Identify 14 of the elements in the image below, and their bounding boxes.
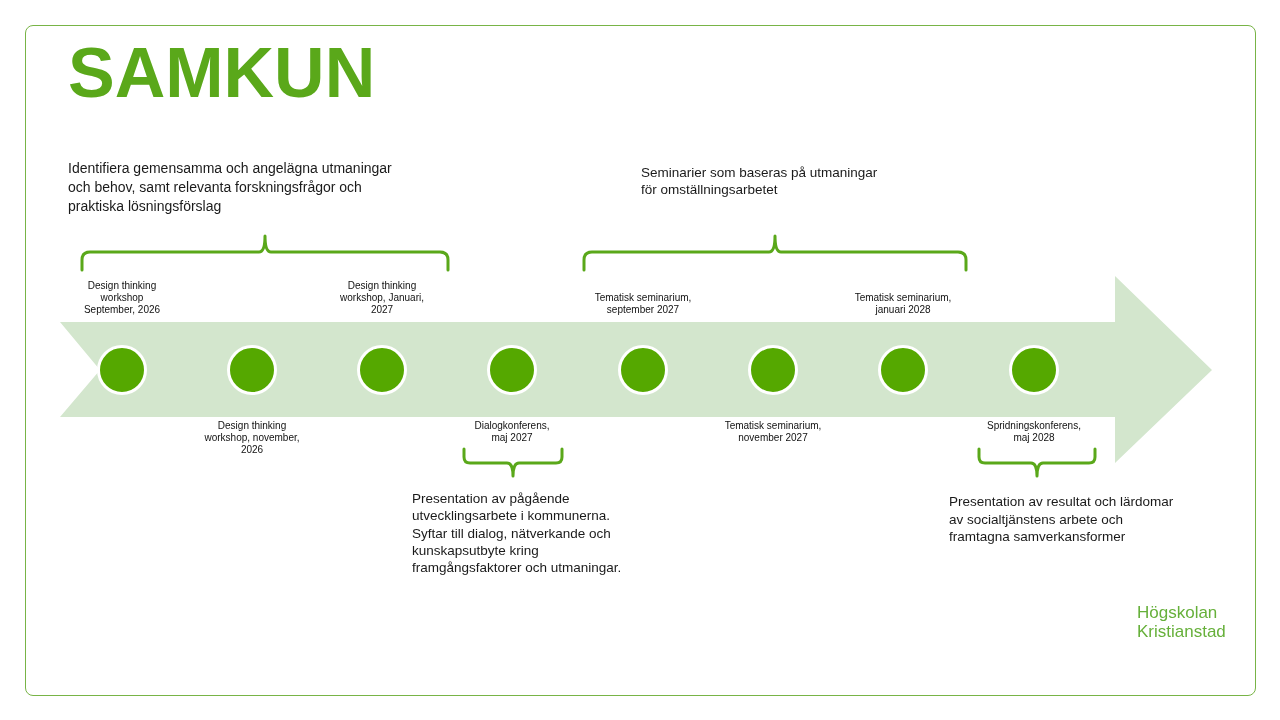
annotation-text: Presentation av pågående utvecklingsarbete i kommunerna. Syftar till dialog, nätverkande och kunskapsutbyte kring framgångsfaktorer och utmaningar.: [412, 490, 623, 577]
milestone-label: Tematisk seminarium, januari 2028: [853, 292, 953, 316]
title: SAMKUN: [68, 38, 376, 108]
annotation-text: Seminarier som baseras på utmaningar för omställningsarbetet: [641, 164, 879, 198]
annotation-text: Presentation av resultat och lärdomar av socialtjänstens arbete och framtagna samverkansformer: [949, 493, 1175, 546]
milestone-label: Spridningskonferens, maj 2028: [986, 420, 1082, 444]
milestone-label: Tematisk seminarium, september 2027: [593, 292, 693, 316]
annotation-text: Identifiera gemensamma och angelägna utmaningar och behov, samt relevanta forskningsfrågor och praktiska lösningsförslag: [68, 159, 393, 216]
institution-name: Högskolan Kristianstad: [1137, 603, 1227, 641]
milestone-label: Tematisk seminarium, november 2027: [723, 420, 823, 444]
milestone-label: Dialogkonferens, maj 2027: [473, 420, 551, 444]
milestone-label: Design thinking workshop, Januari, 2027: [339, 280, 425, 316]
milestone-label: Design thinking workshop September, 2026: [82, 280, 162, 316]
milestone-label: Design thinking workshop, november, 2026: [203, 420, 301, 456]
